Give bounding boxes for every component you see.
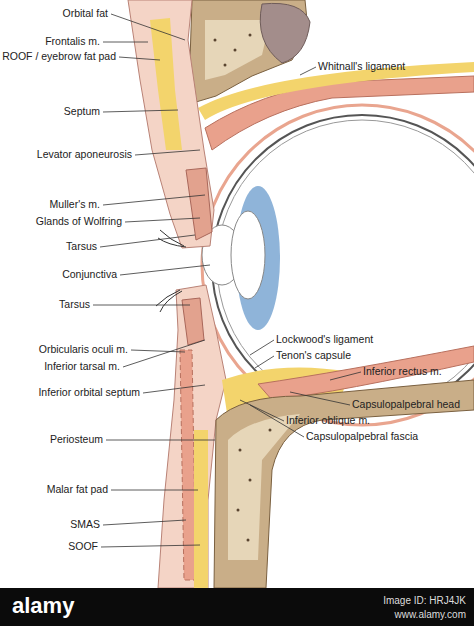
illustration-part [135,150,200,155]
bone-marrow [205,20,270,80]
illustration-part [330,372,361,380]
sclera [217,120,474,410]
globe [212,115,474,415]
illustration-part [106,440,215,441]
part-label: Malar fat pad [47,483,108,496]
part-label: ROOF / eyebrow fat pad [2,50,116,63]
part-label: Capsulopalpebral head [352,398,460,411]
malar-fat-pad [194,430,208,588]
watermark: alamy [12,593,74,618]
part-label: Tarsus [59,298,90,311]
part-label: Tarsus [66,240,97,253]
lens [231,211,265,299]
watermark-bar [0,588,474,626]
upper-eyelid [128,0,214,248]
illustration-part [269,429,272,432]
eyelashes [156,230,186,312]
part-label: Glands of Wolfring [36,215,122,228]
illustration-part [250,340,274,355]
illustration-part [103,520,186,525]
illustration-part [300,67,316,75]
part-label: SOOF [68,540,98,553]
part-label: Conjunctiva [62,268,117,281]
illustration-part [123,340,205,367]
illustration-part [239,449,242,452]
illustration-part [247,539,250,542]
illustration-part [111,490,198,491]
illustration-part [249,479,252,482]
part-label: Muller's m. [50,198,100,211]
illustration-part [131,350,185,352]
bone-dots [214,34,272,542]
illustration-part [234,49,237,52]
orbital-floor-bone [214,380,474,588]
leader-lines [93,14,361,547]
part-label: Orbital fat [62,7,108,20]
part-label: SMAS [70,518,100,531]
part-label: Lockwood's ligament [276,333,373,346]
part-label: Periosteum [50,433,103,446]
eyebrow-fat-pad [150,18,182,150]
illustration-part [93,305,190,306]
part-label: Capsulopalpebral fascia [306,430,418,443]
illustration-part [255,356,274,368]
illustration-part [100,235,195,247]
illustration-part [101,545,200,547]
part-label: Inferior oblique m. [286,414,370,427]
illustration-part [120,265,210,275]
illustration-part [103,110,178,112]
part-label: Whitnall's ligament [318,60,405,73]
levator-muscle [205,76,474,150]
part-label: Orbicularis oculi m. [39,343,128,356]
illustration-part [237,509,240,512]
part-label: Inferior tarsal m. [44,360,120,373]
illustration-part [156,290,180,306]
illustration-part [111,14,185,40]
part-label: Septum [64,105,100,118]
illustration-part [290,392,350,405]
lacrimal-gland [260,3,310,63]
illustration-part [214,39,217,42]
illustration-part [143,385,205,393]
illustration-part [224,64,227,67]
illustration-part [103,42,148,43]
watermark: Image ID: HRJ4JK [383,594,466,607]
illustration-part [249,34,252,37]
illustration-part [125,218,200,222]
illustration-part [119,57,160,60]
part-label: Inferior rectus m. [363,365,442,378]
illustration-part [240,400,284,421]
part-label: Frontalis m. [45,35,100,48]
tenons-capsule [202,105,474,425]
part-label: Tenon's capsule [276,349,351,362]
bone-marrow [228,414,300,560]
part-label: Levator aponeurosis [37,148,132,161]
illustration-part [103,195,205,205]
upper-tarsus [186,168,212,240]
watermark: www.alamy.com [395,608,467,621]
illustration-part [160,291,182,312]
part-label: Inferior orbital septum [38,386,140,399]
